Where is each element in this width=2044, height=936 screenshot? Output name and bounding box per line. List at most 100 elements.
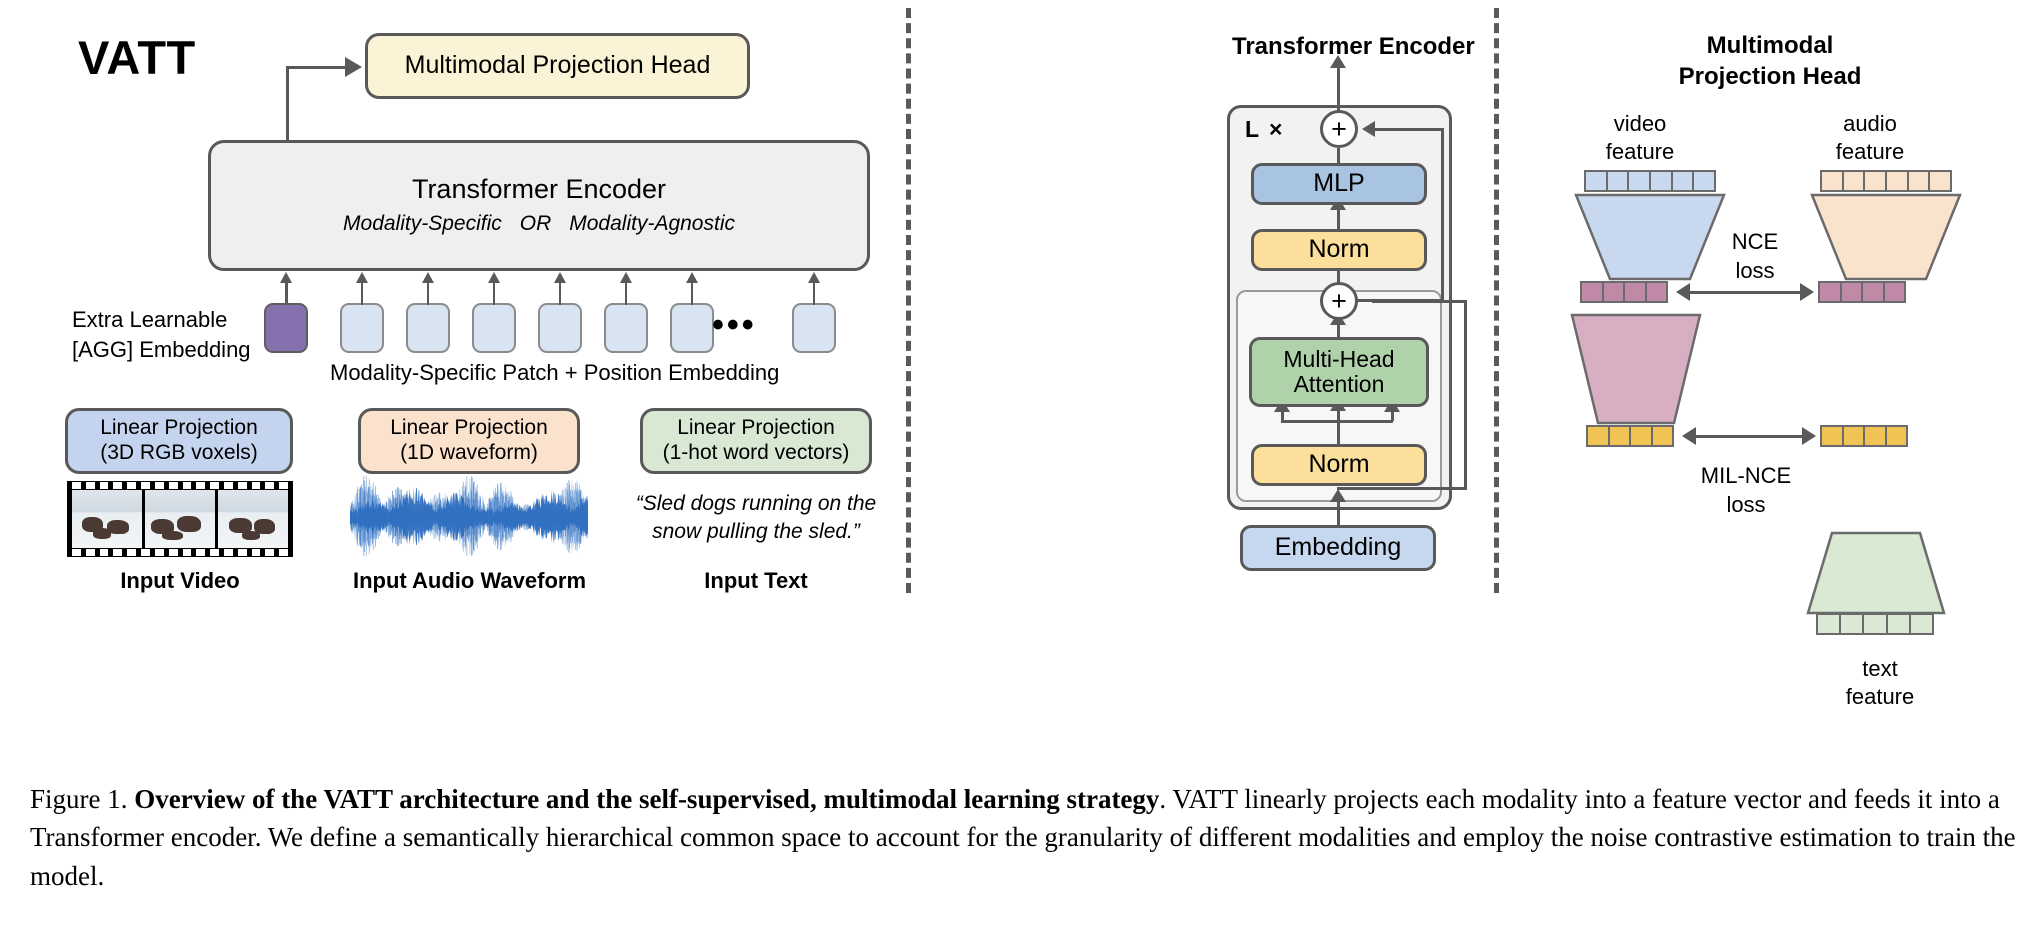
agg-label-line1: Extra Learnable	[72, 307, 228, 332]
nce-loss-label: NCE loss	[1700, 228, 1810, 285]
film-sprocket	[168, 482, 178, 489]
token-arrow-stem	[625, 283, 627, 305]
vector-cell	[1646, 283, 1666, 301]
patch-token	[340, 303, 384, 353]
flow-output-arrowhead-icon	[1330, 55, 1346, 68]
token-arrowhead-icon	[808, 272, 820, 283]
audio-projected-vector	[1818, 281, 1906, 303]
transformer-encoder-panel-title: Transformer Encoder	[1232, 33, 1475, 60]
vector-cell	[1588, 427, 1610, 445]
audio-feature-line2: feature	[1835, 139, 1905, 165]
transformer-encoder-title: Transformer Encoder	[411, 174, 667, 205]
vector-cell	[1607, 172, 1630, 190]
film-sprocket	[72, 549, 81, 556]
film-sprocket	[99, 482, 109, 489]
audio-feature-line1: audio	[1843, 111, 1897, 136]
film-sprocket	[85, 482, 95, 489]
text-projection-trapezoid	[1806, 531, 1946, 615]
patch-token	[670, 303, 714, 353]
residual-2-top	[1372, 300, 1467, 303]
vector-cell	[1609, 427, 1631, 445]
modality-specific-label: Modality-Specific	[343, 212, 502, 236]
multimodal-projection-head-box: Multimodal Projection Head	[365, 33, 750, 99]
vector-cell	[1886, 427, 1906, 445]
film-sprocket	[265, 482, 275, 489]
flow-plus-to-norm	[1337, 271, 1340, 284]
vector-cell	[1822, 172, 1844, 190]
text-sample-line1: “Sled dogs running on the	[635, 492, 877, 515]
linear-projection-video-box: Linear Projection (3D RGB voxels)	[65, 408, 293, 474]
vector-cell	[1820, 283, 1842, 301]
vector-cell	[1651, 172, 1673, 190]
ellipsis-icon: •••	[712, 306, 757, 344]
flow-norm-to-mlp	[1337, 205, 1340, 231]
token-arrowhead-icon	[488, 272, 500, 283]
vector-cell	[1625, 283, 1647, 301]
agg-embedding-label: Extra Learnable [AGG] Embedding	[72, 305, 251, 364]
vector-cell	[1864, 615, 1888, 633]
audio-feature-vector	[1820, 170, 1952, 192]
video-feature-line2: feature	[1605, 139, 1675, 165]
token-arrow-stem	[691, 283, 693, 305]
film-sprocket	[196, 549, 206, 556]
shared-projection-trapezoid	[1570, 313, 1702, 425]
video-frame	[218, 490, 288, 548]
film-sprocket	[72, 482, 81, 489]
mha-line2: Attention	[1293, 371, 1385, 397]
vector-cell	[1910, 615, 1933, 633]
film-sprocket	[265, 549, 275, 556]
vector-cell	[1865, 427, 1887, 445]
filmstrip-sprockets-top	[72, 482, 288, 489]
vector-cell	[1887, 615, 1911, 633]
vector-cell	[1843, 427, 1865, 445]
vatt-title: VATT	[78, 31, 196, 84]
arrow-to-projection-head-icon	[345, 57, 362, 77]
vector-cell	[1887, 172, 1909, 190]
transformer-encoder-subtitle: Modality-Specific OR Modality-Agnostic	[334, 212, 744, 237]
lp-video-line2: (3D RGB voxels)	[100, 441, 258, 464]
video-frame	[145, 490, 215, 548]
token-arrowhead-icon	[422, 272, 434, 283]
panel-divider-right	[1494, 8, 1499, 593]
norm-block-top: Norm	[1251, 229, 1427, 271]
vector-cell	[1884, 283, 1904, 301]
residual-2-vertical	[1464, 303, 1467, 489]
video-projected-vector-low	[1586, 425, 1674, 447]
linear-projection-text-box: Linear Projection (1-hot word vectors)	[640, 408, 872, 474]
film-sprocket	[141, 482, 150, 489]
vector-cell	[1818, 615, 1842, 633]
film-sprocket	[113, 482, 123, 489]
vector-cell	[1629, 172, 1652, 190]
residual-1-vertical	[1441, 131, 1444, 301]
patch-token	[406, 303, 450, 353]
residual-2-bottom	[1337, 487, 1467, 490]
token-arrow-stem	[361, 283, 363, 305]
text-feature-vector	[1816, 613, 1934, 635]
lp-video-line1: Linear Projection	[100, 416, 258, 440]
multi-head-attention-block: Multi-Head Attention	[1249, 337, 1429, 407]
vector-cell	[1603, 283, 1625, 301]
token-arrow-stem	[427, 283, 429, 305]
audio-feature-label: audio feature	[1790, 110, 1950, 166]
video-projection-trapezoid	[1574, 193, 1726, 281]
modality-agnostic-label: Modality-Agnostic	[569, 212, 735, 236]
film-sprocket	[210, 549, 219, 556]
vector-cell	[1863, 283, 1885, 301]
vector-cell	[1582, 283, 1604, 301]
vector-cell	[1822, 427, 1844, 445]
input-video-filmstrip	[67, 481, 293, 557]
text-feature-line1: text	[1862, 656, 1898, 681]
lp-audio-line2: (1D waveform)	[400, 441, 538, 464]
or-label: OR	[519, 212, 552, 236]
figure-caption: Figure 1. Overview of the VATT architect…	[30, 780, 2020, 895]
qkv-right	[1391, 407, 1394, 421]
flow-norm-to-attention	[1337, 407, 1340, 445]
input-audio-label: Input Audio Waveform	[352, 568, 587, 593]
token-arrow-stem	[493, 283, 495, 305]
residual-add-top: +	[1320, 110, 1358, 148]
caption-bold: Overview of the VATT architecture and th…	[134, 784, 1160, 814]
residual-add-bottom: +	[1320, 282, 1358, 320]
qkv-left	[1281, 407, 1284, 421]
text-sample-line2: snow pulling the sled.”	[652, 520, 860, 544]
